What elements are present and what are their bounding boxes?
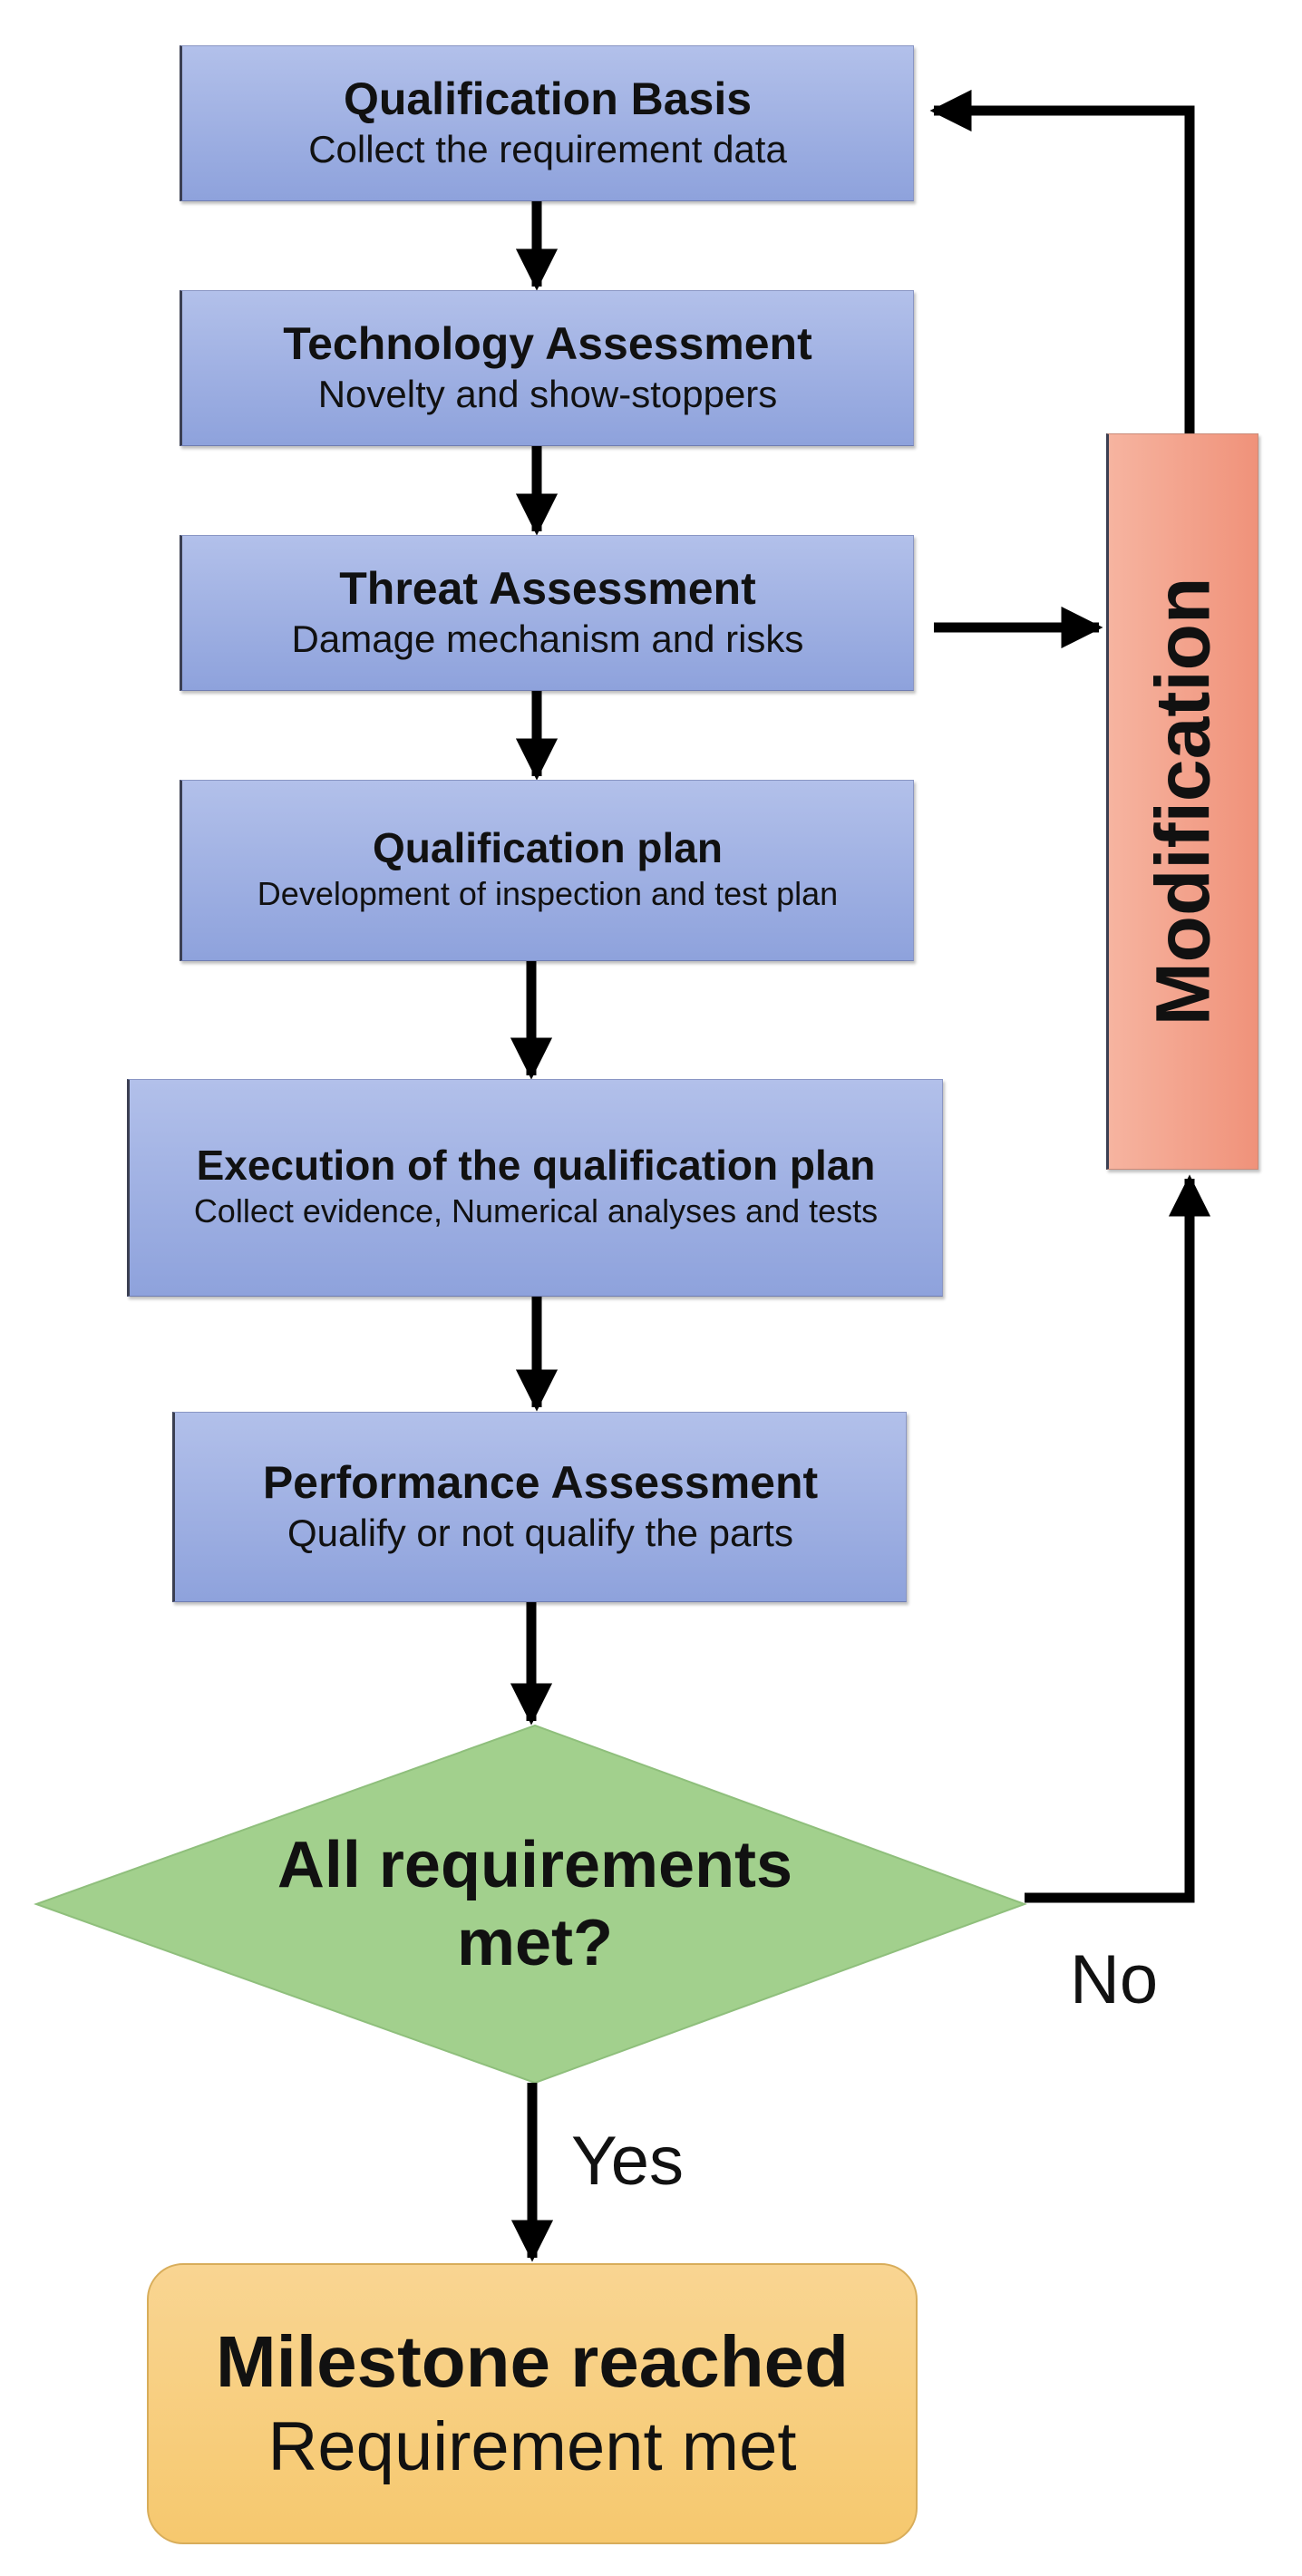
outcome-subtitle: Requirement met [267,2408,797,2486]
step-technology-assessment: Technology Assessment Novelty and show-s… [180,290,914,446]
edge-label-no: No [1070,1941,1159,2018]
step-qualification-basis: Qualification Basis Collect the requirem… [180,45,914,201]
outcome-title: Milestone reached [215,2321,849,2403]
step-subtitle: Novelty and show-stoppers [317,372,778,415]
step-subtitle: Collect the requirement data [308,127,787,170]
step-title: Qualification Basis [343,73,753,124]
modification-label: Modification [1140,577,1226,1026]
step-title: Threat Assessment [339,563,756,614]
step-performance-assessment: Performance Assessment Qualify or not qu… [172,1412,907,1602]
step-execution: Execution of the qualification plan Coll… [127,1079,943,1297]
modification-box: Modification [1106,433,1258,1170]
step-title: Qualification plan [373,824,723,872]
step-subtitle: Collect evidence, Numerical analyses and… [193,1192,879,1230]
step-title: Performance Assessment [262,1457,819,1508]
arrow-decision-no-to-modification [1025,1174,1211,1903]
step-title: Execution of the qualification plan [196,1142,876,1190]
outcome-milestone: Milestone reached Requirement met [147,2263,918,2544]
step-qualification-plan: Qualification plan Development of inspec… [180,780,914,961]
edge-label-yes: Yes [571,2123,684,2200]
step-threat-assessment: Threat Assessment Damage mechanism and r… [180,535,914,691]
step-title: Technology Assessment [283,318,812,369]
arrow-modification-to-basis [929,89,1195,433]
step-subtitle: Damage mechanism and risks [291,617,804,660]
step-subtitle: Development of inspection and test plan [257,875,839,913]
step-subtitle: Qualify or not qualify the parts [287,1511,793,1554]
decision-label: All requirements met? [277,1828,793,1979]
